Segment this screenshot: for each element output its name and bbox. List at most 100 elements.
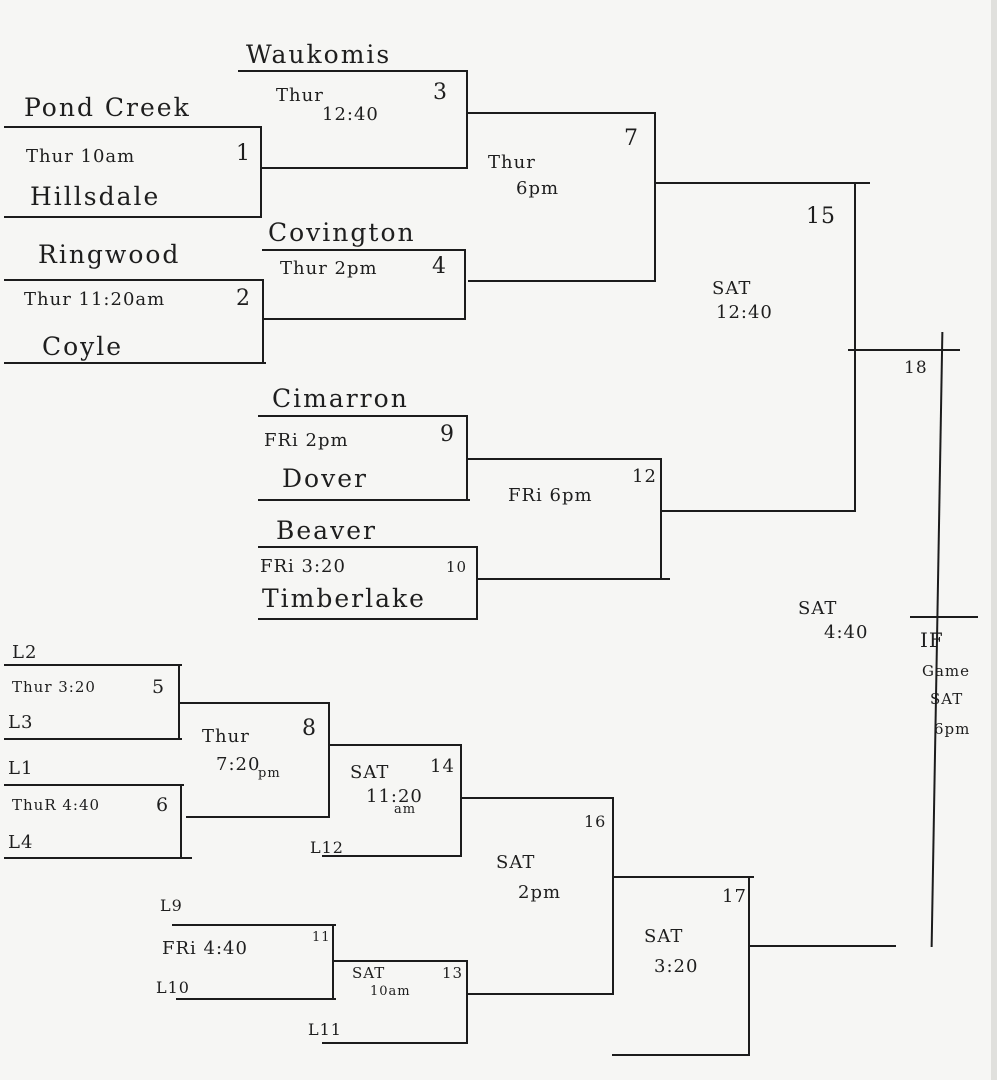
game-1-time: Thur 10am (26, 146, 136, 167)
loser-l11: L11 (308, 1020, 342, 1039)
game-8-number: 8 (302, 716, 317, 741)
loser-l12: L12 (310, 838, 344, 857)
game-15-time-hour: 12:40 (716, 302, 773, 323)
line-game-14-bottom (322, 855, 462, 857)
game-7-time-hour: 6pm (516, 178, 560, 199)
line-hillsdale (4, 216, 262, 218)
game-3-number: 3 (433, 80, 448, 105)
line-game-16-top (462, 797, 614, 799)
loser-l10: L10 (156, 978, 190, 997)
line-game-12-bottom (478, 578, 670, 580)
game-8-time-day: Thur (202, 726, 250, 747)
line-game-9-right (466, 415, 468, 501)
game-17-time-day: SAT (644, 926, 684, 947)
line-game-3-bottom (262, 167, 468, 169)
loser-l2: L2 (12, 642, 38, 663)
game-11-time: FRi 4:40 (162, 938, 248, 959)
line-l3 (4, 738, 182, 740)
game-16-time-day: SAT (496, 852, 536, 873)
game-16-number: 16 (584, 812, 607, 831)
line-game-13-right (466, 960, 468, 1044)
game-7-number: 7 (624, 126, 639, 151)
game-3-time-hour: 12:40 (322, 104, 379, 125)
team-ringwood: Ringwood (38, 240, 181, 269)
line-if-game (910, 616, 978, 618)
if-game-line4: 6pm (934, 720, 971, 738)
game-1-number: 1 (236, 141, 251, 166)
line-game-17-right (748, 876, 750, 1056)
game-18-time-day: SAT (798, 598, 838, 619)
game-17-number: 17 (722, 886, 747, 907)
line-game-3-right (466, 70, 468, 168)
game-14-number: 14 (430, 756, 455, 777)
game-5-time: Thur 3:20 (12, 678, 96, 696)
line-game-15-top (656, 182, 870, 184)
game-14-time-suffix: am (394, 802, 417, 817)
line-game-15-right (854, 182, 856, 512)
line-game-17-top (614, 876, 754, 878)
game-7-time-day: Thur (488, 152, 536, 173)
line-game-10-right (476, 546, 478, 620)
line-game-6-right (180, 784, 182, 859)
line-coyle (4, 362, 266, 364)
team-cimarron: Cimarron (272, 384, 409, 413)
line-game-7-top (468, 112, 656, 114)
line-game-11-right (332, 924, 334, 1000)
line-game-7-bottom (468, 280, 656, 282)
line-game-4-right (464, 249, 466, 319)
line-game-14-top (330, 744, 462, 746)
game-12-time: FRi 6pm (508, 485, 593, 506)
team-covington: Covington (268, 218, 416, 247)
line-game-18-bottom (750, 945, 896, 947)
line-game-7-right (654, 112, 656, 282)
game-12-number: 12 (632, 466, 657, 487)
game-11-number: 11 (312, 930, 331, 945)
game-16-time-hour: 2pm (518, 882, 562, 903)
game-14-time-day: SAT (350, 762, 390, 783)
team-pond-creek: Pond Creek (24, 93, 191, 122)
game-6-time: ThuR 4:40 (12, 796, 101, 814)
line-game-8-top (180, 702, 330, 704)
line-l10 (176, 998, 336, 1000)
line-game-13-bottom (322, 1042, 468, 1044)
line-game-2-right (262, 279, 264, 364)
line-pond-creek (4, 126, 262, 128)
line-l1 (4, 784, 184, 786)
line-game-18-top (848, 349, 960, 351)
game-10-number: 10 (446, 558, 468, 576)
line-l9 (172, 924, 336, 926)
line-covington (262, 249, 466, 251)
line-game-4-bottom (262, 318, 466, 320)
if-game-line1: IF (920, 628, 944, 652)
line-ringwood (4, 279, 262, 281)
line-waukomis (238, 70, 466, 72)
line-game-13-top (334, 960, 468, 962)
team-coyle: Coyle (42, 332, 124, 361)
game-10-time: FRi 3:20 (260, 556, 346, 577)
if-game-line3: SAT (930, 690, 964, 708)
game-17-time-hour: 3:20 (654, 956, 699, 977)
line-game-12-top (468, 458, 660, 460)
game-6-number: 6 (156, 794, 170, 816)
game-18-time-hour: 4:40 (824, 622, 869, 643)
loser-l1: L1 (8, 758, 34, 779)
game-2-number: 2 (236, 286, 251, 311)
loser-l9: L9 (160, 896, 183, 915)
line-cimarron (258, 415, 466, 417)
line-game-8-bottom (186, 816, 330, 818)
paper-edge (991, 0, 997, 1080)
game-2-time: Thur 11:20am (24, 289, 166, 310)
game-9-time: FRi 2pm (264, 430, 349, 451)
line-game-16-bottom (468, 993, 614, 995)
line-game-8-right (328, 702, 330, 818)
game-3-time-day: Thur (276, 85, 324, 106)
team-dover: Dover (282, 464, 368, 493)
team-hillsdale: Hillsdale (30, 182, 161, 211)
game-15-time-day: SAT (712, 278, 752, 299)
game-13-time-day: SAT (352, 964, 386, 982)
if-game-line2: Game (922, 662, 971, 680)
game-5-number: 5 (152, 676, 166, 698)
game-18-number: 18 (904, 358, 928, 378)
line-timberlake (258, 618, 478, 620)
